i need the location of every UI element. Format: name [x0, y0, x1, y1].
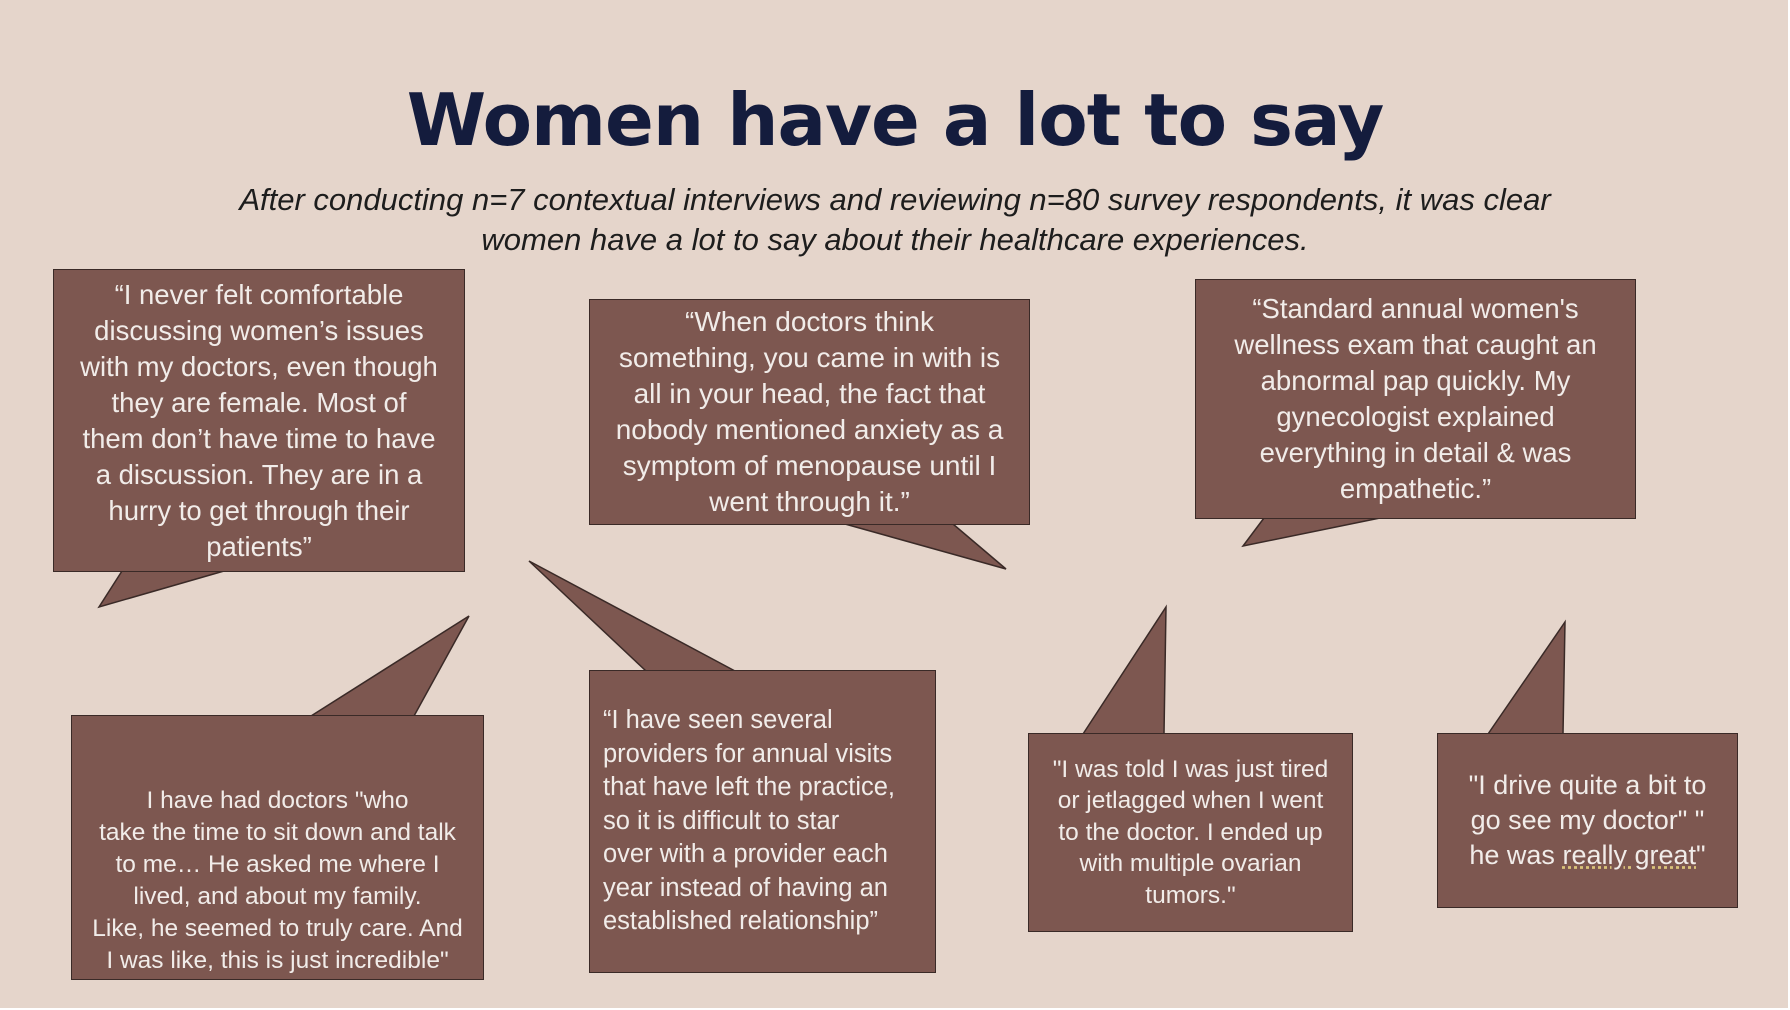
quote-line: I have had doctors "who [146, 787, 409, 814]
quote-line: patients” [206, 530, 312, 562]
quote-line: to me… He asked me where I [115, 851, 440, 878]
quote-line: something, you came in with is [618, 342, 1001, 373]
quote-bubble: “I have seen several providers for annua… [589, 670, 936, 973]
quote-line: “I never felt comfortable [114, 278, 404, 310]
quote-line: so it is difficult to star [603, 806, 840, 835]
quote-line: or jetlagged when I went [1057, 787, 1324, 815]
quote-line: hurry to get through their [108, 494, 410, 526]
slide-title: Women have a lot to say [406, 78, 1385, 162]
quote-line: abnormal pap quickly. My [1260, 365, 1571, 396]
quote-line: "I was told I was just tired [1052, 755, 1329, 783]
slide-subtitle: After conducting n=7 contextual intervie… [195, 180, 1595, 260]
quote-line: Like, he seemed to truly care. And [92, 915, 463, 942]
quote-line: all in your head, the fact that [633, 378, 986, 409]
quote-line: take the time to sit down and talk [99, 819, 456, 846]
quote-fragment: he was [1469, 840, 1555, 870]
quote-line: “When doctors think [685, 306, 934, 337]
bubble-tail [1081, 604, 1167, 735]
quote-line: established relationship” [603, 907, 878, 936]
bubble-tail [528, 560, 736, 672]
quote-line: over with a provider each [603, 840, 888, 869]
quote-line: year instead of having an [603, 873, 888, 902]
quote-line: lived, and about my family. [133, 883, 422, 910]
quote-line: they are female. Most of [111, 386, 407, 418]
quote-line: everything in detail & was [1259, 437, 1572, 468]
quote-line: symptom of menopause until I [622, 450, 997, 481]
quote-line: that have left the practice, [603, 773, 896, 802]
quote-line: discussing women’s issues [94, 314, 424, 346]
bubble-tail [308, 615, 470, 717]
quote-bubble: “Standard annual women's wellness exam t… [1195, 279, 1636, 519]
quote-line: went through it.” [709, 486, 910, 517]
bubble-tail [97, 570, 225, 609]
quote-fragment: " [1696, 840, 1706, 870]
quote-line: with my doctors, even though [80, 350, 438, 382]
quote-line: a discussion. They are in a [95, 458, 423, 490]
bubble-tail [1486, 619, 1566, 735]
quote-bubble: "I was told I was just tired or jetlagge… [1028, 733, 1353, 932]
quote-line: tumors." [1145, 881, 1236, 909]
quote-bubble: "I drive quite a bit to go see my doctor… [1437, 733, 1738, 908]
quote-line: wellness exam that caught an [1234, 329, 1597, 360]
subtitle-line: women have a lot to say about their heal… [481, 222, 1309, 257]
quote-line: to the doctor. I ended up [1058, 818, 1323, 846]
quote-line: nobody mentioned anxiety as a [615, 414, 1004, 445]
quote-line: “I have seen several [603, 706, 833, 735]
quote-line: he was really great" [1438, 838, 1737, 873]
quote-line: with multiple ovarian [1079, 850, 1302, 878]
bubble-tail [1241, 517, 1381, 548]
quote-line: go see my doctor" " [1470, 805, 1705, 835]
quote-line: I was like, this is just incredible" [106, 947, 449, 974]
subtitle-line: After conducting n=7 contextual intervie… [239, 182, 1551, 217]
quote-line: empathetic.” [1339, 473, 1492, 504]
quote-bubble: “I never felt comfortable discussing wom… [53, 269, 465, 572]
spellcheck-underlined-text: really great [1562, 840, 1697, 870]
bubble-tail [844, 523, 1007, 570]
quote-line: “Standard annual women's [1252, 293, 1579, 324]
quote-bubble: “When doctors think something, you came … [589, 299, 1030, 525]
quote-line: providers for annual visits [603, 739, 893, 768]
quote-line: "I drive quite a bit to [1468, 770, 1707, 800]
quote-line: gynecologist explained [1276, 401, 1555, 432]
quote-bubble: I have had doctors "who take the time to… [71, 715, 484, 980]
quote-line: them don’t have time to have [82, 422, 436, 454]
